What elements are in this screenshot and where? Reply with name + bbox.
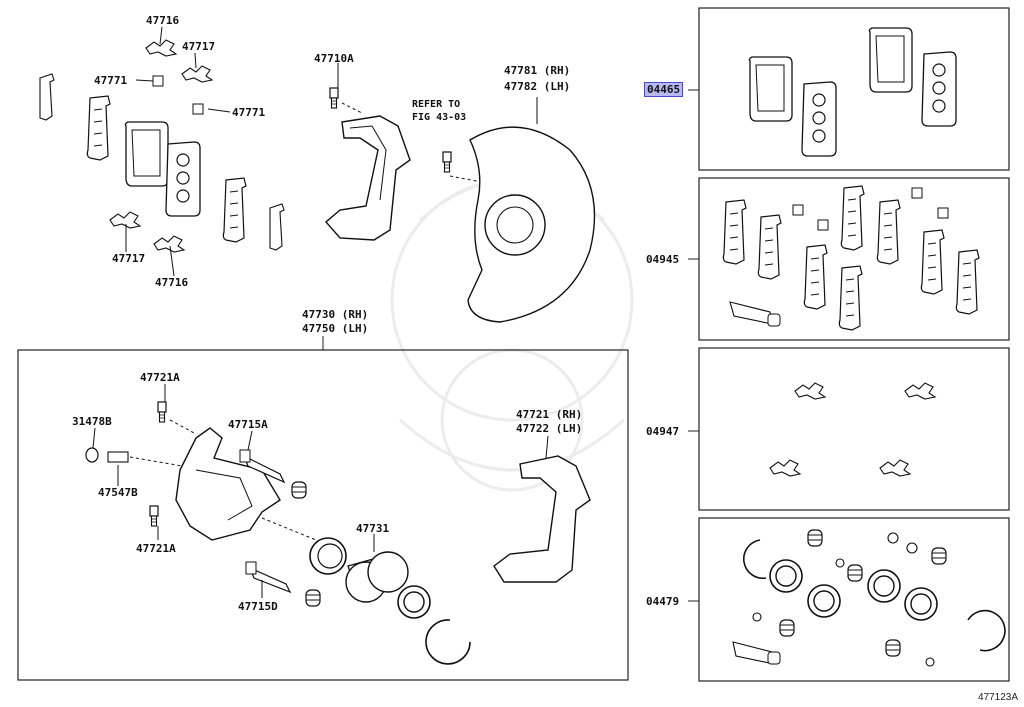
label-kit-04947[interactable]: 04947 <box>646 425 680 438</box>
label-kit-04479[interactable]: 04479 <box>646 595 680 608</box>
label-47547b[interactable]: 47547B <box>98 486 138 499</box>
label-31478b[interactable]: 31478B <box>72 415 112 428</box>
label-47771-left[interactable]: 47771 <box>94 74 128 87</box>
label-47771-right[interactable]: 47771 <box>232 106 266 119</box>
label-47715a[interactable]: 47715A <box>228 418 268 431</box>
label-47721a-top[interactable]: 47721A <box>140 371 180 384</box>
figure-id: 477123A <box>977 692 1018 703</box>
label-47710a[interactable]: 47710A <box>314 52 354 65</box>
label-caliper-lh[interactable]: 47750 (LH) <box>302 322 369 335</box>
label-47717-bottom[interactable]: 47717 <box>112 252 146 265</box>
label-47717-top[interactable]: 47717 <box>182 40 216 53</box>
label-47716-bottom[interactable]: 47716 <box>155 276 189 289</box>
label-refer-fig[interactable]: FIG 43-03 <box>412 112 467 123</box>
label-kit-04945[interactable]: 04945 <box>646 253 680 266</box>
label-47716-top[interactable]: 47716 <box>146 14 180 27</box>
label-shield-lh[interactable]: 47782 (LH) <box>504 80 571 93</box>
label-47731[interactable]: 47731 <box>356 522 390 535</box>
label-47721a-bottom[interactable]: 47721A <box>136 542 176 555</box>
label-bracket-lh[interactable]: 47722 (LH) <box>516 422 583 435</box>
label-shield-rh[interactable]: 47781 (RH) <box>504 64 571 77</box>
label-bracket-rh[interactable]: 47721 (RH) <box>516 408 583 421</box>
label-refer-to: REFER TO <box>412 99 461 110</box>
label-47715d[interactable]: 47715D <box>238 600 278 613</box>
label-kit-04465[interactable]: 04465 <box>644 82 684 97</box>
label-caliper-rh[interactable]: 47730 (RH) <box>302 308 369 321</box>
